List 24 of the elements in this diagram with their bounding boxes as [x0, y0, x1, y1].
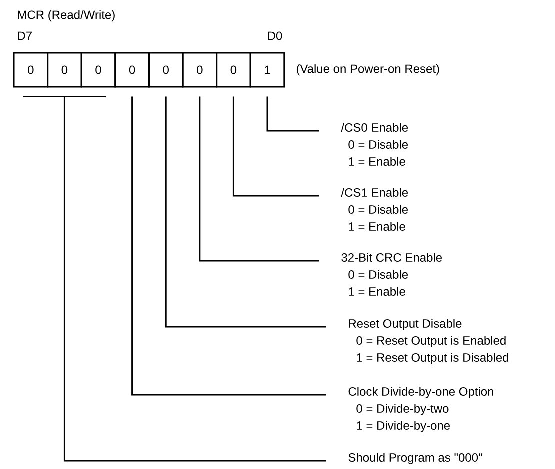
connector-line: [199, 96, 319, 262]
bit-cell: 0: [47, 52, 82, 88]
bit-description: /CS1 Enable 0 = Disable 1 = Enable: [341, 188, 408, 231]
bracket-line: [22, 96, 327, 462]
bit-description: Reset Output Disable 0 = Reset Output is Enabled 1 = Reset Output is Disabled: [349, 319, 508, 364]
bit-cell: 0: [182, 52, 218, 88]
bit-cell: 0: [114, 52, 150, 88]
bit-label: D0: [268, 32, 282, 40]
bit-description: Should Program as "000": [348, 453, 482, 464]
bit-cell: 0: [216, 52, 252, 88]
bit-description: Clock Divide-by-one Option 0 = Divide-by-two 1 = Divide-by-one: [348, 387, 494, 432]
connector-line: [232, 96, 319, 197]
bit-label: D7: [18, 32, 32, 40]
bit-description: /CS0 Enable 0 = Disable 1 = Enable: [341, 123, 408, 166]
register-title: MCR (Read/Write): [18, 10, 115, 22]
bit-label: (Value on Power-on Reset): [296, 64, 440, 76]
bit-description: 32-Bit CRC Enable 0 = Disable 1 = Enable: [342, 253, 442, 296]
connector-line: [165, 96, 326, 328]
bit-cell: 0: [148, 52, 184, 88]
connector-line: [132, 96, 326, 396]
bit-cell: 0: [80, 52, 116, 88]
bit-cell: 0: [13, 52, 49, 88]
bit-cell: 1: [250, 52, 286, 88]
connector-line: [266, 96, 319, 132]
